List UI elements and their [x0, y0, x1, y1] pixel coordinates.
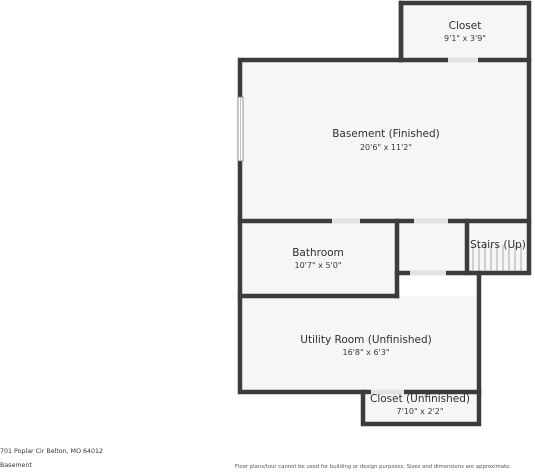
bathroom-label: Bathroom [292, 247, 344, 259]
basement-floor [240, 60, 529, 221]
stair-treads [472, 245, 522, 271]
stairs-floor [467, 223, 529, 273]
hall-floor [397, 223, 467, 273]
bathroom-dims: 10'7" x 5'0" [294, 261, 341, 270]
closet-bottom-dims: 7'10" x 2'2" [396, 407, 443, 416]
closet-bottom-label: Closet (Unfinished) [370, 393, 470, 405]
basement-dims: 20'6" x 11'2" [360, 143, 412, 152]
stairs-label: Stairs (Up) [470, 239, 526, 251]
basement-window [237, 96, 244, 162]
basement-label: Basement (Finished) [332, 128, 440, 140]
disclaimer: Floor plans/tour cannot be used for buil… [234, 464, 511, 470]
utility-dims: 16'8" x 6'3" [342, 348, 389, 357]
closet-bottom-floor [363, 392, 479, 424]
closet-top-door [448, 57, 478, 63]
hall-utility-door [410, 270, 446, 276]
closet-top-label: Closet [449, 20, 482, 32]
utility-label: Utility Room (Unfinished) [300, 334, 431, 346]
bathroom-floor [243, 223, 397, 296]
property-address: 701 Poplar Cir Belton, MO 64012 [0, 448, 104, 455]
closet-top-dims: 9'1" x 3'9" [444, 34, 486, 43]
floor-level: Basement [0, 462, 32, 469]
utility-floor [243, 296, 479, 392]
basement-hall-door [414, 218, 448, 224]
outer-wall [237, 0, 532, 427]
basement-bathroom-door [332, 218, 360, 224]
closet-top-floor [401, 3, 529, 60]
utility-closet-door [371, 389, 404, 395]
